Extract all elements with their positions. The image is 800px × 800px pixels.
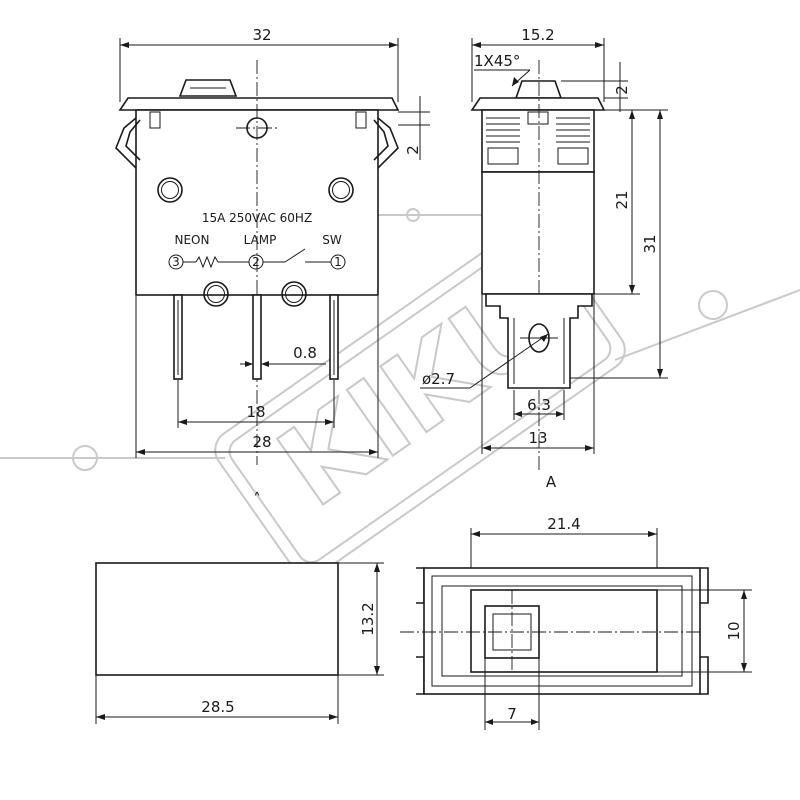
bl-dim-28-5: 28.5 — [201, 698, 234, 716]
top-dim-7: 7 — [507, 705, 517, 723]
bottom-left-view: 13.2 28.5 — [95, 562, 384, 724]
side-dim-15-2: 15.2 — [521, 26, 554, 44]
label-lamp: LAMP — [244, 233, 277, 247]
watermark: KIKU — [0, 208, 800, 578]
front-dim-18: 18 — [246, 403, 265, 421]
side-dim-31: 31 — [641, 234, 659, 253]
front-dim-0-8: 0.8 — [293, 344, 317, 362]
front-dim-28: 28 — [252, 433, 271, 451]
top-dim-21-4: 21.4 — [547, 515, 580, 533]
front-view: 32 2 15A 250VAC 60HZ NEON LAMP SW — [115, 26, 430, 508]
terminal-2: 2 — [252, 255, 260, 269]
top-dim-10: 10 — [725, 621, 743, 640]
terminal-3: 3 — [172, 255, 180, 269]
hole-diameter: ø2.7 — [422, 370, 455, 388]
side-dim-6-3: 6.3 — [527, 396, 551, 414]
front-dim-32: 32 — [252, 26, 271, 44]
side-dim-13: 13 — [528, 429, 547, 447]
side-view: 15.2 1X45° 2 — [420, 26, 668, 491]
view-label-a: A — [546, 473, 557, 491]
side-dim-2: 2 — [613, 85, 631, 95]
bl-dim-13-2: 13.2 — [359, 602, 377, 635]
label-sw: SW — [322, 233, 342, 247]
front-dim-2: 2 — [404, 145, 422, 155]
side-dim-21: 21 — [613, 190, 631, 209]
rating-text: 15A 250VAC 60HZ — [202, 211, 312, 225]
top-view: 21.4 10 7 — [400, 515, 752, 730]
section-arrow: ˄ — [253, 490, 261, 508]
chamfer-note: 1X45° — [474, 52, 520, 70]
label-neon: NEON — [175, 233, 210, 247]
terminal-1: 1 — [334, 255, 342, 269]
